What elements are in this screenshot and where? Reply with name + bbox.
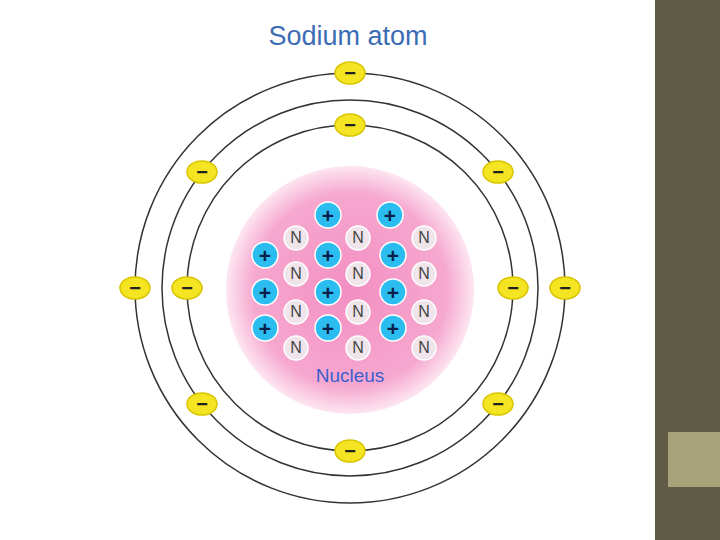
- proton-label: +: [259, 282, 271, 303]
- neutron-particle: N: [283, 225, 309, 251]
- neutron-label: N: [418, 340, 430, 356]
- neutron-particle: N: [411, 299, 437, 325]
- side-panel: [655, 0, 720, 540]
- proton-label: +: [322, 282, 334, 303]
- neutron-label: N: [352, 230, 364, 246]
- electron-particle: −: [549, 276, 581, 300]
- proton-particle: +: [314, 241, 342, 269]
- neutron-particle: N: [345, 335, 371, 361]
- neutron-label: N: [418, 304, 430, 320]
- neutron-particle: N: [345, 261, 371, 287]
- proton-particle: +: [379, 314, 407, 342]
- electron-label: −: [344, 115, 356, 135]
- electron-label: −: [196, 394, 208, 414]
- neutron-label: N: [290, 230, 302, 246]
- proton-particle: +: [376, 201, 404, 229]
- electron-particle: −: [482, 392, 514, 416]
- electron-particle: −: [497, 276, 529, 300]
- proton-particle: +: [314, 201, 342, 229]
- neutron-particle: N: [345, 299, 371, 325]
- electron-label: −: [196, 162, 208, 182]
- proton-label: +: [387, 282, 399, 303]
- electron-particle: −: [119, 276, 151, 300]
- neutron-particle: N: [283, 335, 309, 361]
- outer-orbit: [135, 73, 565, 503]
- proton-particle: +: [314, 314, 342, 342]
- electron-label: −: [344, 63, 356, 83]
- neutron-particle: N: [411, 225, 437, 251]
- electron-particle: −: [334, 439, 366, 463]
- proton-label: +: [322, 318, 334, 339]
- electron-particle: −: [334, 113, 366, 137]
- proton-label: +: [387, 318, 399, 339]
- proton-label: +: [322, 205, 334, 226]
- proton-label: +: [384, 205, 396, 226]
- proton-label: +: [259, 318, 271, 339]
- electron-label: −: [559, 278, 571, 298]
- proton-particle: +: [251, 241, 279, 269]
- electron-label: −: [129, 278, 141, 298]
- proton-particle: +: [379, 278, 407, 306]
- neutron-label: N: [418, 230, 430, 246]
- electron-particle: −: [334, 61, 366, 85]
- middle-orbit: [162, 100, 538, 476]
- proton-particle: +: [251, 278, 279, 306]
- electron-label: −: [492, 162, 504, 182]
- neutron-label: N: [418, 266, 430, 282]
- inner-orbit: [187, 125, 513, 451]
- neutron-label: N: [352, 304, 364, 320]
- proton-label: +: [387, 245, 399, 266]
- electron-particle: −: [171, 276, 203, 300]
- neutron-particle: N: [411, 335, 437, 361]
- nucleus-particle: Nucleus + + N N N + + + N N N + + + N N N + + + N N N: [225, 165, 475, 415]
- title: Sodium atom: [0, 22, 696, 52]
- nucleus-label: Nucleus: [316, 366, 385, 385]
- proton-particle: +: [251, 314, 279, 342]
- electron-label: −: [181, 278, 193, 298]
- proton-particle: +: [379, 241, 407, 269]
- electron-label: −: [507, 278, 519, 298]
- neutron-particle: N: [283, 299, 309, 325]
- proton-label: +: [322, 245, 334, 266]
- neutron-particle: N: [411, 261, 437, 287]
- proton-label: +: [259, 245, 271, 266]
- neutron-label: N: [290, 266, 302, 282]
- side-panel-tab: [668, 432, 720, 487]
- neutron-particle: N: [345, 225, 371, 251]
- electron-label: −: [344, 441, 356, 461]
- electron-label: −: [492, 394, 504, 414]
- electron-particle: −: [186, 392, 218, 416]
- electron-particle: −: [186, 160, 218, 184]
- electron-particle: −: [482, 160, 514, 184]
- neutron-particle: N: [283, 261, 309, 287]
- neutron-label: N: [352, 340, 364, 356]
- proton-particle: +: [314, 278, 342, 306]
- neutron-label: N: [290, 304, 302, 320]
- neutron-label: N: [290, 340, 302, 356]
- neutron-label: N: [352, 266, 364, 282]
